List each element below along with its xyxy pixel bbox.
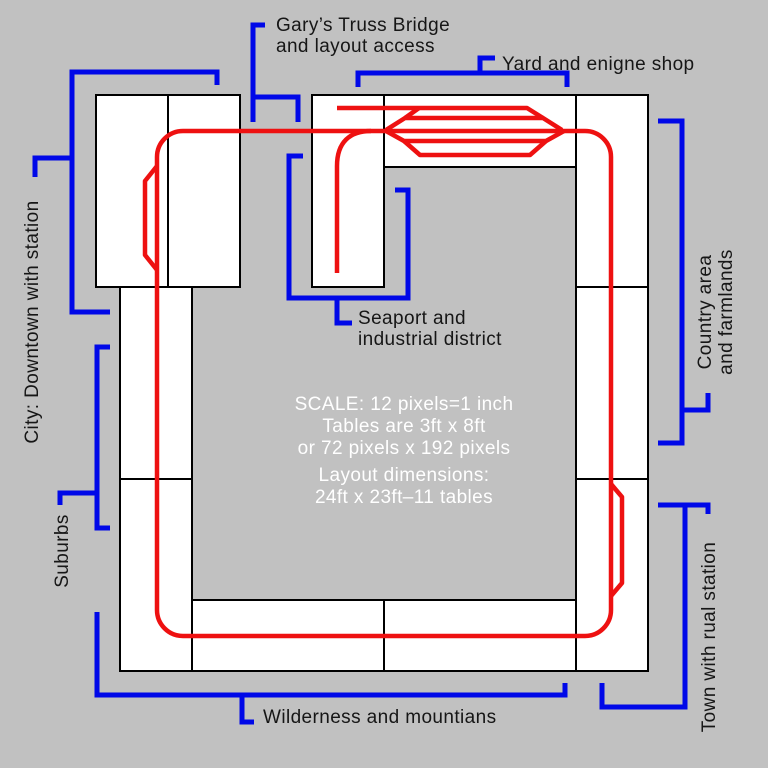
yard-label: Yard and enigne shop <box>502 54 695 75</box>
bracket-suburbs <box>94 344 110 531</box>
tracks <box>142 105 625 639</box>
suburbs-label: Suburbs <box>52 514 73 588</box>
annotation-brackets <box>32 22 711 725</box>
table-seaport <box>311 94 385 288</box>
garys-bridge-label-line1: Gary’s Truss Bridge <box>276 15 451 36</box>
bracket-garys-2 <box>253 94 301 122</box>
garys-bridge-label-line2: and layout access <box>276 36 435 57</box>
scale-note-line2: Tables are 3ft x 8ft <box>322 416 486 437</box>
wilderness-label: Wilderness and mountians <box>263 707 497 728</box>
track-yard-siding-1 <box>384 115 564 132</box>
country-label: Country area and farmlands <box>695 227 737 397</box>
bracket-seaport <box>286 153 411 301</box>
bracket-wilderness <box>94 612 568 698</box>
track-town-siding <box>609 482 625 598</box>
bracket-town-stem <box>658 502 711 514</box>
track-city-siding <box>142 164 159 272</box>
bracket-seaport-stem <box>334 298 352 326</box>
seaport-label-line2: industrial district <box>358 329 502 350</box>
bracket-garys <box>250 22 265 122</box>
bracket-yard-stem <box>477 55 495 73</box>
bracket-wilderness-stem <box>239 695 254 725</box>
bracket-city <box>69 69 220 315</box>
track-yard-siding-3 <box>402 139 548 158</box>
bracket-country <box>658 118 685 446</box>
garys-bridge-label: Gary’s Truss Bridge and layout access <box>276 15 450 57</box>
seaport-label: Seaport and industrial district <box>358 308 502 350</box>
bracket-yard <box>355 70 570 87</box>
bracket-suburbs-stem <box>57 490 97 505</box>
scale-note-line1: SCALE: 12 pixels=1 inch <box>294 394 514 415</box>
track-main-loop <box>154 128 614 639</box>
seaport-label-line1: Seaport and <box>358 308 466 329</box>
bracket-country-stem <box>682 393 711 413</box>
scale-note: SCALE: 12 pixels=1 inch Tables are 3ft x… <box>252 394 556 460</box>
country-label-line1: Country area <box>695 254 716 370</box>
track-yard-stub <box>337 105 545 120</box>
town-label: Town with rual station <box>699 541 720 733</box>
layout-dimensions-line1: Layout dimensions: <box>318 465 490 486</box>
track-yard-siding-2 <box>384 129 566 144</box>
country-label-line2: and farmlands <box>716 249 737 375</box>
city-label: City: Downtown with station <box>22 200 43 444</box>
bracket-city-stem <box>32 155 72 177</box>
track-seaport-spur <box>334 128 372 273</box>
scale-note-line3: or 72 pixels x 192 pixels <box>297 438 511 459</box>
layout-dimensions-note: Layout dimensions: 24ft x 23ft–11 tables <box>252 465 556 509</box>
tables <box>95 94 649 672</box>
layout-dimensions-line2: 24ft x 23ft–11 tables <box>314 487 494 508</box>
bracket-town <box>599 505 688 710</box>
